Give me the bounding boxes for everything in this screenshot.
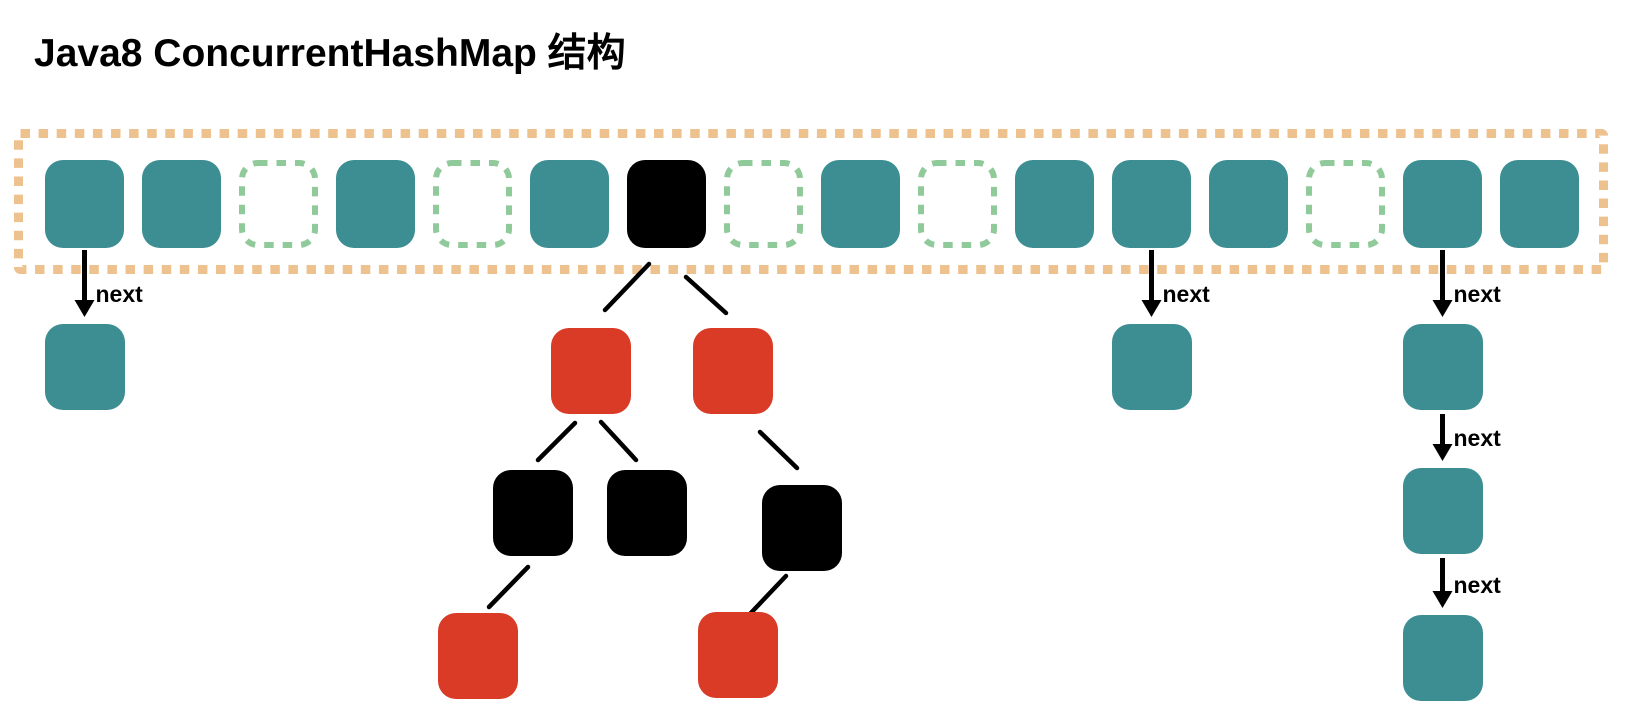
tree-edge xyxy=(598,419,639,463)
bucket-array-border xyxy=(14,129,1608,274)
bucket-slot-15 xyxy=(1500,160,1579,248)
next-label: next xyxy=(95,281,143,307)
bucket-slot-0 xyxy=(45,160,124,248)
bucket-slot-7 xyxy=(724,160,803,248)
bucket-slot-9 xyxy=(918,160,997,248)
tree-edge xyxy=(486,564,531,610)
chain-node xyxy=(1402,468,1483,554)
empty-slot-dashed-outline xyxy=(1306,160,1385,248)
tree-node-LL xyxy=(493,470,573,556)
bucket-slot-13 xyxy=(1306,160,1385,248)
empty-slot-dashes xyxy=(918,160,997,248)
tree-node-L xyxy=(551,328,631,414)
chain-node xyxy=(1402,324,1483,410)
tree-edge xyxy=(745,573,789,619)
tree-edge xyxy=(683,274,729,316)
next-arrow-head xyxy=(1432,444,1453,461)
diagram-title: Java8 ConcurrentHashMap 结构 xyxy=(34,32,626,75)
chain-node xyxy=(44,324,125,410)
next-label: next xyxy=(1162,281,1210,307)
bucket-slot-8 xyxy=(821,160,900,248)
tree-node-R xyxy=(693,328,773,414)
bucket-slot-2 xyxy=(239,160,318,248)
next-label: next xyxy=(1453,425,1501,451)
next-arrow-head xyxy=(1432,300,1453,317)
chain-node xyxy=(1402,615,1483,701)
empty-slot-dashed-outline xyxy=(239,160,318,248)
tree-edge xyxy=(757,429,800,471)
bucket-slot-11 xyxy=(1112,160,1191,248)
empty-slot-dashed-outline xyxy=(918,160,997,248)
empty-slot-dashes xyxy=(724,160,803,248)
tree-node-RRL xyxy=(698,612,778,698)
tree-node-LLL xyxy=(438,613,518,699)
bucket-slot-1 xyxy=(142,160,221,248)
bucket-slot-4 xyxy=(433,160,512,248)
next-arrow-head xyxy=(74,300,95,317)
tree-edge xyxy=(602,261,652,313)
bucket-slot-14 xyxy=(1403,160,1482,248)
bucket-slot-5 xyxy=(530,160,609,248)
bucket-slot-6 xyxy=(627,160,706,248)
empty-slot-dashed-outline xyxy=(724,160,803,248)
bucket-slot-3 xyxy=(336,160,415,248)
tree-node-RR xyxy=(762,485,842,571)
next-label: next xyxy=(1453,572,1501,598)
next-label: next xyxy=(1453,281,1501,307)
empty-slot-dashes xyxy=(1306,160,1385,248)
chain-node xyxy=(1111,324,1192,410)
empty-slot-dashes xyxy=(239,160,318,248)
bucket-slot-10 xyxy=(1015,160,1094,248)
empty-slot-dashes xyxy=(433,160,512,248)
tree-edge xyxy=(535,420,578,463)
next-arrow-head xyxy=(1141,300,1162,317)
bucket-slot-12 xyxy=(1209,160,1288,248)
empty-slot-dashed-outline xyxy=(433,160,512,248)
next-arrow-head xyxy=(1432,591,1453,608)
tree-node-LR xyxy=(607,470,687,556)
